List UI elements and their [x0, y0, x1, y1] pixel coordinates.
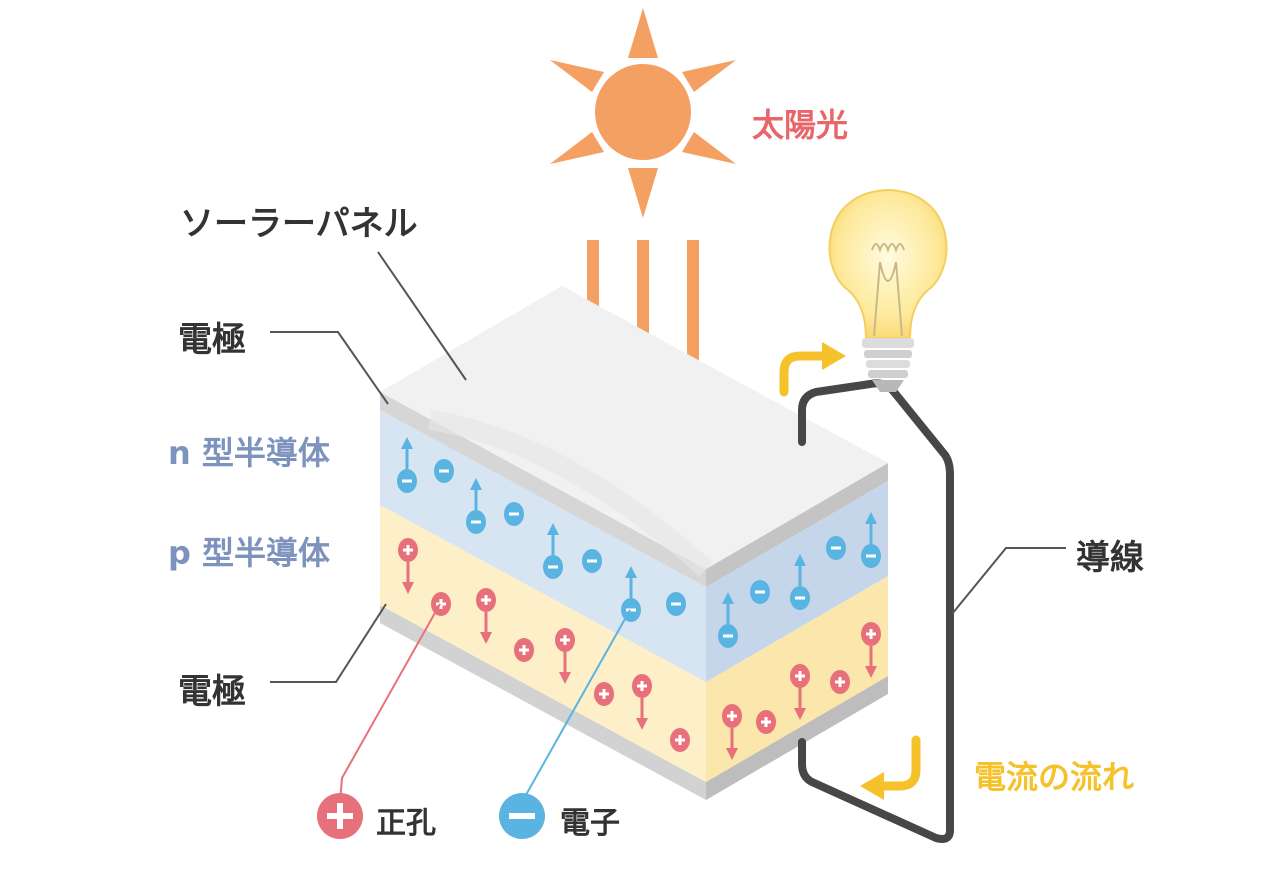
panel-top-face: [380, 286, 888, 569]
label-current-flow: 電流の流れ: [974, 758, 1135, 796]
top-electrode-right: [706, 463, 888, 587]
hole: [514, 638, 534, 662]
leader-lines: [270, 251, 1066, 683]
bottom-electrode-right: [706, 676, 888, 800]
electron: [543, 523, 563, 579]
solar-panel: [380, 286, 888, 800]
label-sunlight: 太陽光: [752, 106, 849, 144]
label-electrode-bottom: 電極: [178, 672, 246, 712]
legend-electron-label: 電子: [560, 806, 620, 841]
hole: [756, 710, 776, 734]
sun-icon: [550, 8, 736, 218]
current-arrow-top: [779, 342, 846, 397]
electron: [790, 554, 810, 610]
leader-panel: [377, 251, 467, 381]
leader-electron: [521, 609, 631, 803]
hole: [632, 674, 652, 730]
current-arrow-bottom: [860, 735, 921, 800]
electron: [397, 437, 417, 493]
label-solar-panel: ソーラーパネル: [180, 204, 418, 244]
electron: [434, 459, 454, 483]
holes: [398, 538, 881, 760]
electron: [826, 536, 846, 560]
electron: [666, 592, 686, 616]
hole: [790, 664, 810, 720]
hole: [722, 704, 742, 760]
hole: [476, 588, 496, 644]
hole: [594, 682, 614, 706]
electron: [750, 580, 770, 604]
wire: [798, 379, 954, 843]
label-electrode-top: 電極: [178, 320, 246, 360]
legend-electron-icon: [499, 793, 545, 839]
electron: [582, 549, 602, 573]
legend-hole-label: 正孔: [376, 806, 436, 841]
leader-electrode-bottom: [270, 603, 387, 683]
bottom-electrode-front: [380, 605, 706, 800]
leader-electrode-top: [270, 331, 389, 405]
hole: [398, 538, 418, 594]
p-layer-front: [380, 505, 706, 782]
label-p-type: p 型半導体: [168, 534, 331, 572]
electron: [504, 502, 524, 526]
electron: [861, 512, 881, 568]
hole: [670, 728, 690, 752]
light-bulb-icon: [828, 188, 948, 392]
electron: [718, 592, 738, 648]
leader-wire: [951, 547, 1066, 615]
hole: [861, 622, 881, 678]
n-layer-right: [706, 481, 888, 682]
hole: [830, 670, 850, 694]
legend-hole-icon: [317, 793, 363, 839]
electron: [466, 478, 486, 534]
hole: [555, 628, 575, 684]
label-n-type: n 型半導体: [168, 434, 330, 472]
hole: [431, 592, 451, 616]
label-wire: 導線: [1076, 538, 1144, 578]
top-electrode-front: [380, 392, 706, 587]
